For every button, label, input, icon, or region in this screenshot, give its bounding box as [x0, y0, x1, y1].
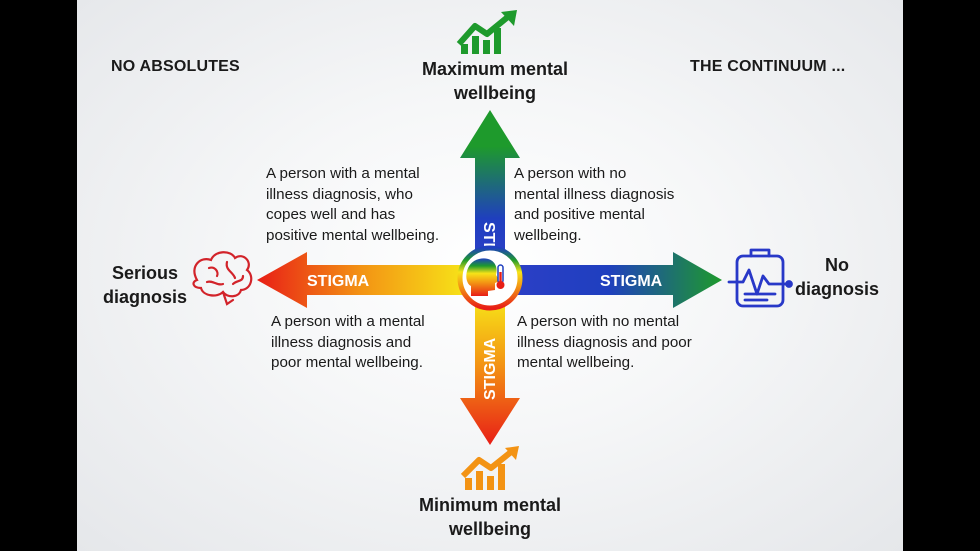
quadrant-top-left-line: positive mental wellbeing.: [266, 226, 440, 244]
brain-icon: [192, 251, 253, 306]
slide: NO ABSOLUTES THE CONTINUUM ... Maximum m…: [77, 0, 903, 551]
quadrant-bottom-right-line: illness diagnosis and poor: [517, 333, 692, 351]
arrow-down-label: STIGMA: [482, 337, 499, 400]
quadrant-bottom-right-line: mental wellbeing.: [517, 354, 635, 372]
axis-title-bottom: Minimum mental wellbeing: [390, 493, 590, 541]
quadrant-top-right-line: wellbeing.: [514, 226, 582, 244]
axis-title-left: Serious diagnosis: [90, 261, 200, 309]
quadrant-bottom-left: A person with a mental illness diagnosis…: [271, 312, 425, 374]
quadrant-top-left: A person with a mental illness diagnosis…: [266, 164, 439, 246]
arrow-left-label: STIGMA: [307, 273, 370, 290]
quadrant-top-left-line: copes well and has: [266, 206, 396, 224]
arrow-left: STIGMA: [257, 252, 465, 308]
arrow-down: STIGMA: [460, 300, 520, 445]
axis-title-right-line1: No: [825, 255, 849, 275]
clipboard-heartbeat-icon: [727, 248, 793, 308]
axis-title-left-line1: Serious: [111, 263, 179, 283]
arrow-right: STIGMA: [515, 252, 722, 308]
quadrant-top-left-line: illness diagnosis, who: [266, 185, 413, 203]
axis-title-top: Maximum mental wellbeing: [395, 57, 595, 105]
quadrant-top-right-line: A person with no: [514, 165, 627, 182]
quadrant-top-left-line: A person with a mental: [266, 165, 420, 182]
corner-label-left: NO ABSOLUTES: [111, 58, 240, 75]
axis-title-right: No diagnosis: [782, 253, 892, 301]
quadrant-bottom-left-line: illness diagnosis and: [271, 333, 412, 351]
axis-title-top-line1: Maximum mental: [421, 59, 569, 79]
axis-title-bottom-line1: Minimum mental: [418, 495, 561, 515]
arrow-right-label: STIGMA: [600, 273, 663, 290]
quadrant-top-right-line: mental illness diagnosis: [514, 185, 675, 203]
axis-title-right-line2: diagnosis: [794, 279, 879, 299]
continuum-diagram: STIGMA STIGMA STIGMA STIGMA: [192, 10, 793, 490]
quadrant-bottom-left-line: poor mental wellbeing.: [271, 354, 423, 372]
axis-title-left-line2: diagnosis: [102, 287, 187, 307]
head-thermometer-icon: [457, 245, 523, 311]
quadrant-bottom-left-line: A person with a mental: [271, 313, 425, 330]
quadrant-top-right-line: and positive mental: [514, 206, 645, 224]
quadrant-top-right: A person with no mental illness diagnosi…: [514, 164, 674, 246]
axis-title-bottom-line2: wellbeing: [448, 519, 531, 539]
quadrant-bottom-right: A person with no mental illness diagnosi…: [517, 312, 692, 374]
corner-label-right: THE CONTINUUM ...: [690, 58, 846, 75]
trend-up-icon: [456, 10, 517, 54]
trend-down-icon: [460, 446, 519, 490]
axis-title-top-line2: wellbeing: [453, 83, 536, 103]
quadrant-bottom-right-line: A person with no mental: [517, 313, 680, 330]
